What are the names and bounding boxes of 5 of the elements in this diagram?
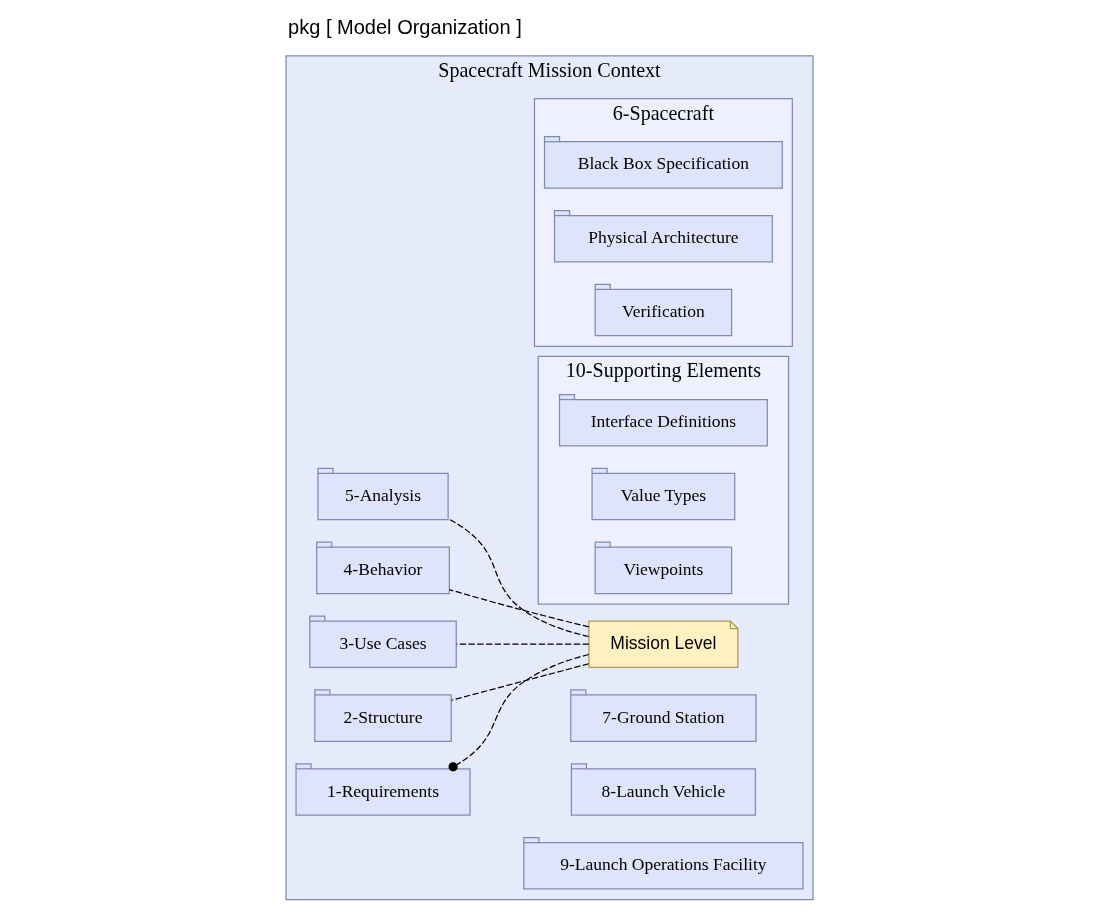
connector xyxy=(448,589,590,628)
connector xyxy=(447,518,590,638)
connector xyxy=(456,643,590,645)
connector xyxy=(450,663,590,701)
diagram-title: pkg [ Model Organization ] xyxy=(288,16,522,39)
